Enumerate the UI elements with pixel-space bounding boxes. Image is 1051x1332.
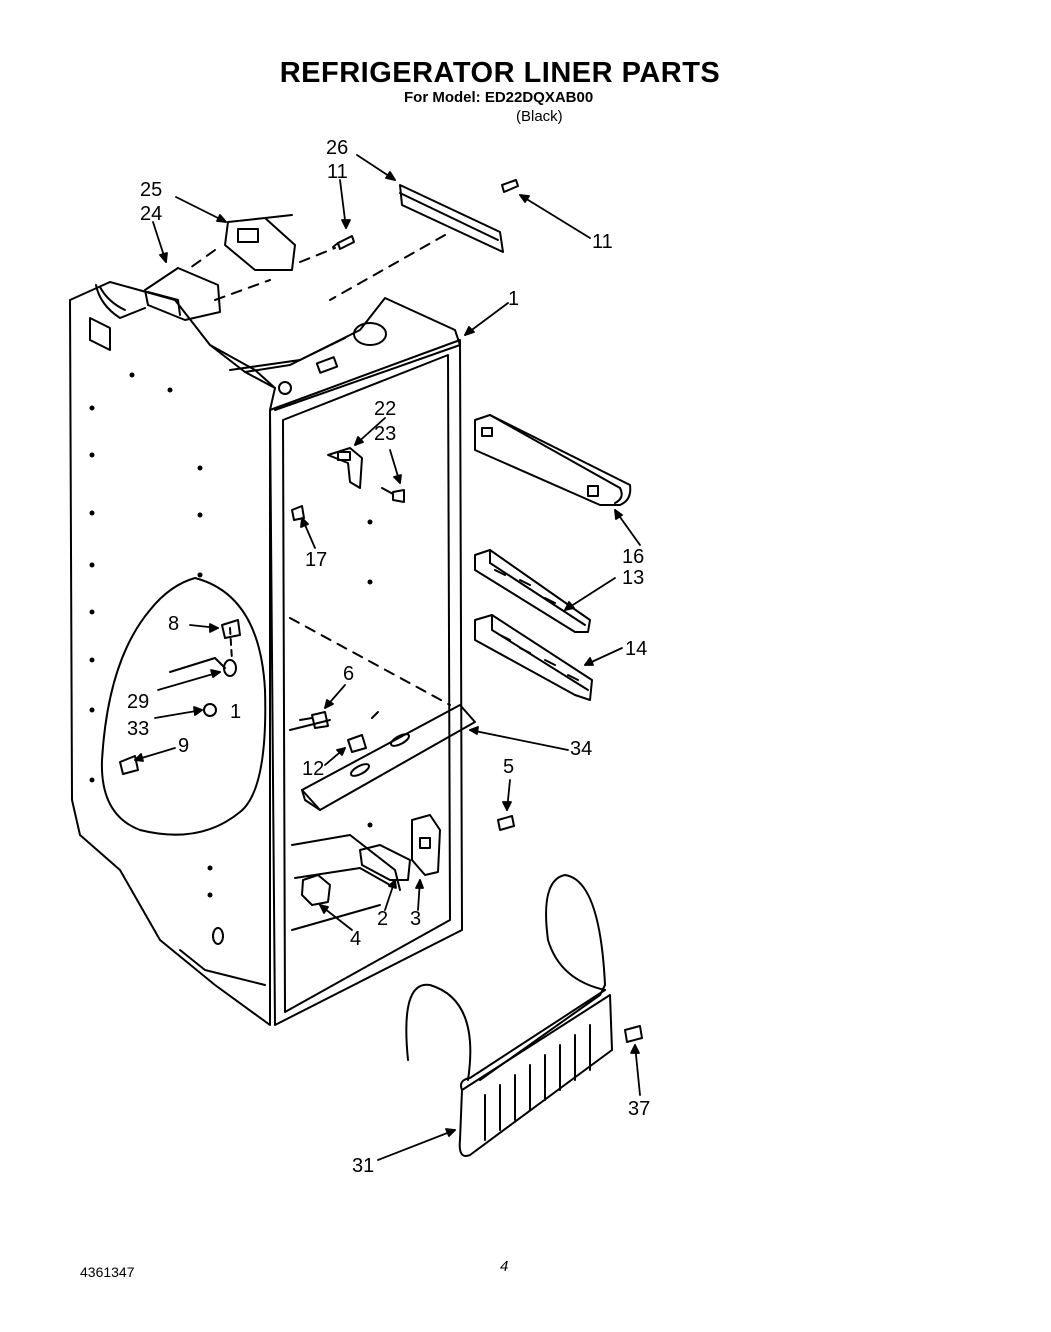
leader-lines (134, 154, 641, 1161)
callout-6: 6 (343, 663, 354, 685)
part-9-fitting (119, 755, 139, 775)
callout-34: 34 (570, 738, 592, 760)
part-6-fastener (299, 711, 329, 729)
callout-5: 5 (503, 756, 514, 778)
part-14-bar (474, 614, 593, 701)
callout-33: 33 (127, 718, 149, 740)
part-12-clip (347, 711, 379, 753)
callout-29: 29 (127, 691, 149, 713)
callout-12: 12 (302, 758, 324, 780)
color-label: (Black) (516, 108, 563, 125)
screw-11-left (332, 235, 355, 250)
part-17-screw (291, 505, 305, 521)
part-24-housing (144, 267, 221, 321)
callout-25: 25 (140, 179, 162, 201)
callout-8: 8 (168, 613, 179, 635)
callout-11: 11 (592, 231, 613, 253)
callout-3: 3 (410, 908, 421, 930)
callout-26: 26 (326, 137, 348, 159)
part-5-screw (497, 815, 515, 831)
screw-11-right (501, 179, 519, 193)
part-23-screw (381, 487, 405, 503)
callout-31: 31 (352, 1155, 374, 1177)
callout-37: 37 (628, 1098, 650, 1120)
liner-body (69, 281, 463, 1026)
part-3-bracket (411, 814, 441, 876)
callout-2: 2 (377, 908, 388, 930)
part-29-fitting (223, 659, 237, 677)
part-33-grommet (203, 703, 217, 717)
callout-11: 11 (327, 161, 348, 183)
document-number: 4361347 (80, 1264, 135, 1280)
callout-22: 22 (374, 398, 396, 420)
part-22-bracket (327, 447, 363, 489)
part-25-bracket (224, 214, 296, 271)
callout-23: 23 (374, 423, 396, 445)
part-26-top-rail (399, 184, 504, 253)
part-31-heater (405, 874, 613, 1157)
callout-13: 13 (622, 567, 644, 589)
callout-4: 4 (350, 928, 361, 950)
part-8-fitting (221, 619, 241, 639)
part-2-bracket (359, 844, 411, 881)
detail-circle (100, 577, 267, 836)
callout-17: 17 (305, 549, 327, 571)
callout-1-detail: 1 (230, 701, 241, 723)
callout-14: 14 (625, 638, 647, 660)
part-34-shelf-bracket (301, 704, 476, 811)
callout-labels: 26 11 11 25 24 1 22 23 17 16 13 14 8 29 … (127, 137, 650, 1177)
page-title: REFRIGERATOR LINER PARTS (279, 57, 721, 89)
callout-16: 16 (622, 546, 644, 568)
part-37-screw (624, 1025, 643, 1043)
part-16-channel (474, 414, 632, 506)
callout-9: 9 (178, 735, 189, 757)
assembly-guide-lines (189, 234, 446, 301)
part-4-block (301, 874, 331, 906)
callout-1: 1 (508, 288, 519, 310)
callout-24: 24 (140, 203, 162, 225)
model-label: For Model: ED22DQXAB00 (404, 89, 594, 106)
part-13-bar (474, 549, 591, 633)
page-number: 4 (500, 1258, 509, 1275)
